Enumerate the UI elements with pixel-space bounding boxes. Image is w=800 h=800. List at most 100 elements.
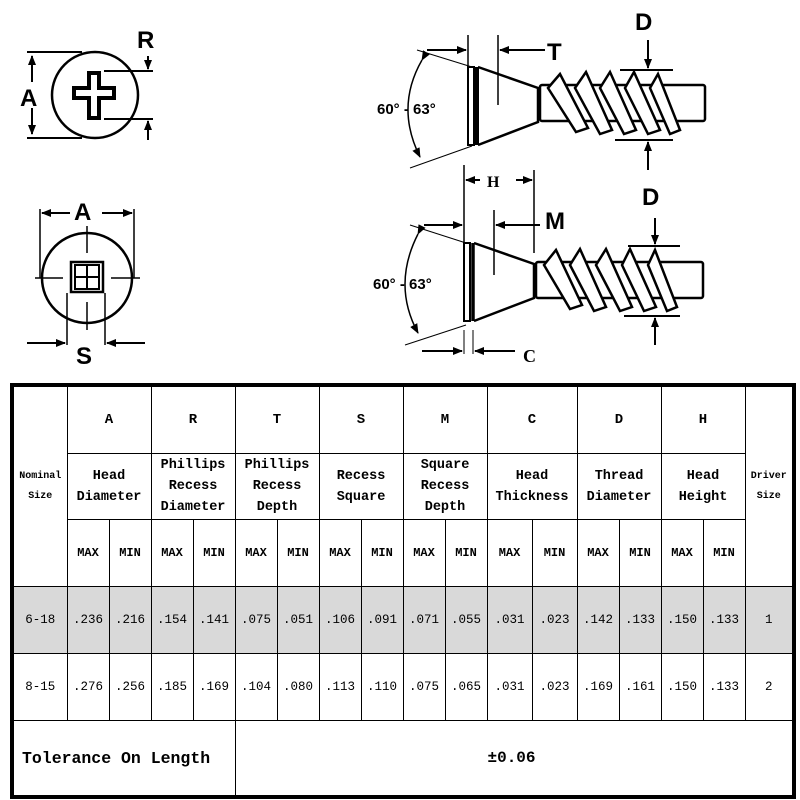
screw-spec-table: Nominal Size A R T S M C D H Driver Size… <box>10 383 796 799</box>
table-row: 8-15 .276 .256 .185 .169 .104 .080 .113 … <box>11 653 795 721</box>
header-letter-row: Nominal Size A R T S M C D H Driver Size <box>11 384 795 587</box>
value-cell: .031 <box>486 586 533 654</box>
value-cell: .142 <box>576 586 620 654</box>
col-letter-M: M <box>402 384 488 454</box>
value-cell: .075 <box>234 586 278 654</box>
value-cell: .091 <box>360 586 404 654</box>
value-cell: .256 <box>108 653 152 721</box>
label-D-bottom: D <box>642 184 659 211</box>
value-cell: .071 <box>402 586 446 654</box>
value-cell: .133 <box>618 586 662 654</box>
phillips-head-top-view: A R <box>20 27 154 140</box>
tolerance-row: Tolerance On Length ±0.06 <box>11 720 795 798</box>
min-label: MIN <box>444 519 488 587</box>
nominal-size-cell: 8-15 <box>11 653 68 721</box>
value-cell: .133 <box>702 653 746 721</box>
label-S: S <box>76 343 92 370</box>
nominal-header-line1: Nominal <box>19 470 62 482</box>
label-C: C <box>523 346 536 366</box>
tolerance-label: Tolerance On Length <box>11 720 236 798</box>
value-cell: .150 <box>660 586 704 654</box>
min-label: MIN <box>108 519 152 587</box>
max-label: MAX <box>318 519 362 587</box>
value-cell: .106 <box>318 586 362 654</box>
label-A-square: A <box>74 199 91 226</box>
value-cell: .161 <box>618 653 662 721</box>
min-label: MIN <box>276 519 320 587</box>
nominal-header-line2: Size <box>28 490 53 502</box>
driver-size-cell: 2 <box>744 653 795 721</box>
col-letter-C: C <box>486 384 578 454</box>
angle-label-bottom: 60° - 63° <box>373 276 432 293</box>
value-cell: .154 <box>150 586 194 654</box>
min-label: MIN <box>618 519 662 587</box>
label-H: H <box>487 174 500 191</box>
max-label: MAX <box>66 519 110 587</box>
driver-header-line1: Driver <box>750 470 787 482</box>
min-label: MIN <box>360 519 404 587</box>
min-label: MIN <box>702 519 746 587</box>
value-cell: .051 <box>276 586 320 654</box>
phillips-side-view: 60° - 63° T D <box>377 9 707 170</box>
value-cell: .023 <box>531 586 578 654</box>
square-head-top-view: A S <box>27 199 145 370</box>
value-cell: .169 <box>192 653 236 721</box>
value-cell: .055 <box>444 586 488 654</box>
value-cell: .104 <box>234 653 278 721</box>
value-cell: .023 <box>531 653 578 721</box>
label-M: M <box>545 208 565 235</box>
tolerance-value: ±0.06 <box>234 720 795 798</box>
max-label: MAX <box>234 519 278 587</box>
driver-header-line2: Size <box>756 490 781 502</box>
value-cell: .133 <box>702 586 746 654</box>
col-letter-H: H <box>660 384 746 454</box>
value-cell: .276 <box>66 653 110 721</box>
max-label: MAX <box>576 519 620 587</box>
value-cell: .075 <box>402 653 446 721</box>
max-label: MAX <box>402 519 446 587</box>
value-cell: .113 <box>318 653 362 721</box>
nominal-size-header: Nominal Size <box>11 384 68 587</box>
col-letter-R: R <box>150 384 236 454</box>
table-row: 6-18 .236 .216 .154 .141 .075 .051 .106 … <box>11 586 795 654</box>
value-cell: .031 <box>486 653 533 721</box>
label-R: R <box>137 27 154 54</box>
value-cell: .216 <box>108 586 152 654</box>
value-cell: .110 <box>360 653 404 721</box>
value-cell: .236 <box>66 586 110 654</box>
value-cell: .141 <box>192 586 236 654</box>
value-cell: .185 <box>150 653 194 721</box>
angle-label-top: 60° - 63° <box>377 101 436 118</box>
driver-size-header: Driver Size <box>744 384 795 587</box>
driver-size-cell: 1 <box>744 586 795 654</box>
max-label: MAX <box>660 519 704 587</box>
max-label: MAX <box>486 519 533 587</box>
value-cell: .065 <box>444 653 488 721</box>
header-maxmin-row: MAX MIN MAX MIN MAX MIN MAX MIN MAX MIN … <box>12 519 794 587</box>
max-label: MAX <box>150 519 194 587</box>
min-label: MIN <box>192 519 236 587</box>
square-side-view: 60° - 63° H M C D <box>373 165 705 366</box>
label-T: T <box>547 39 562 66</box>
value-cell: .150 <box>660 653 704 721</box>
col-letter-A: A <box>66 384 152 454</box>
phillips-cross-icon <box>72 71 116 120</box>
nominal-size-cell: 6-18 <box>11 586 68 654</box>
col-letter-T: T <box>234 384 320 454</box>
col-letter-S: S <box>318 384 404 454</box>
col-letter-D: D <box>576 384 662 454</box>
screw-diagrams: A R A S 60° - 63° <box>20 9 707 370</box>
label-D-top: D <box>635 9 652 36</box>
value-cell: .169 <box>576 653 620 721</box>
min-label: MIN <box>531 519 578 587</box>
label-A: A <box>20 85 37 112</box>
